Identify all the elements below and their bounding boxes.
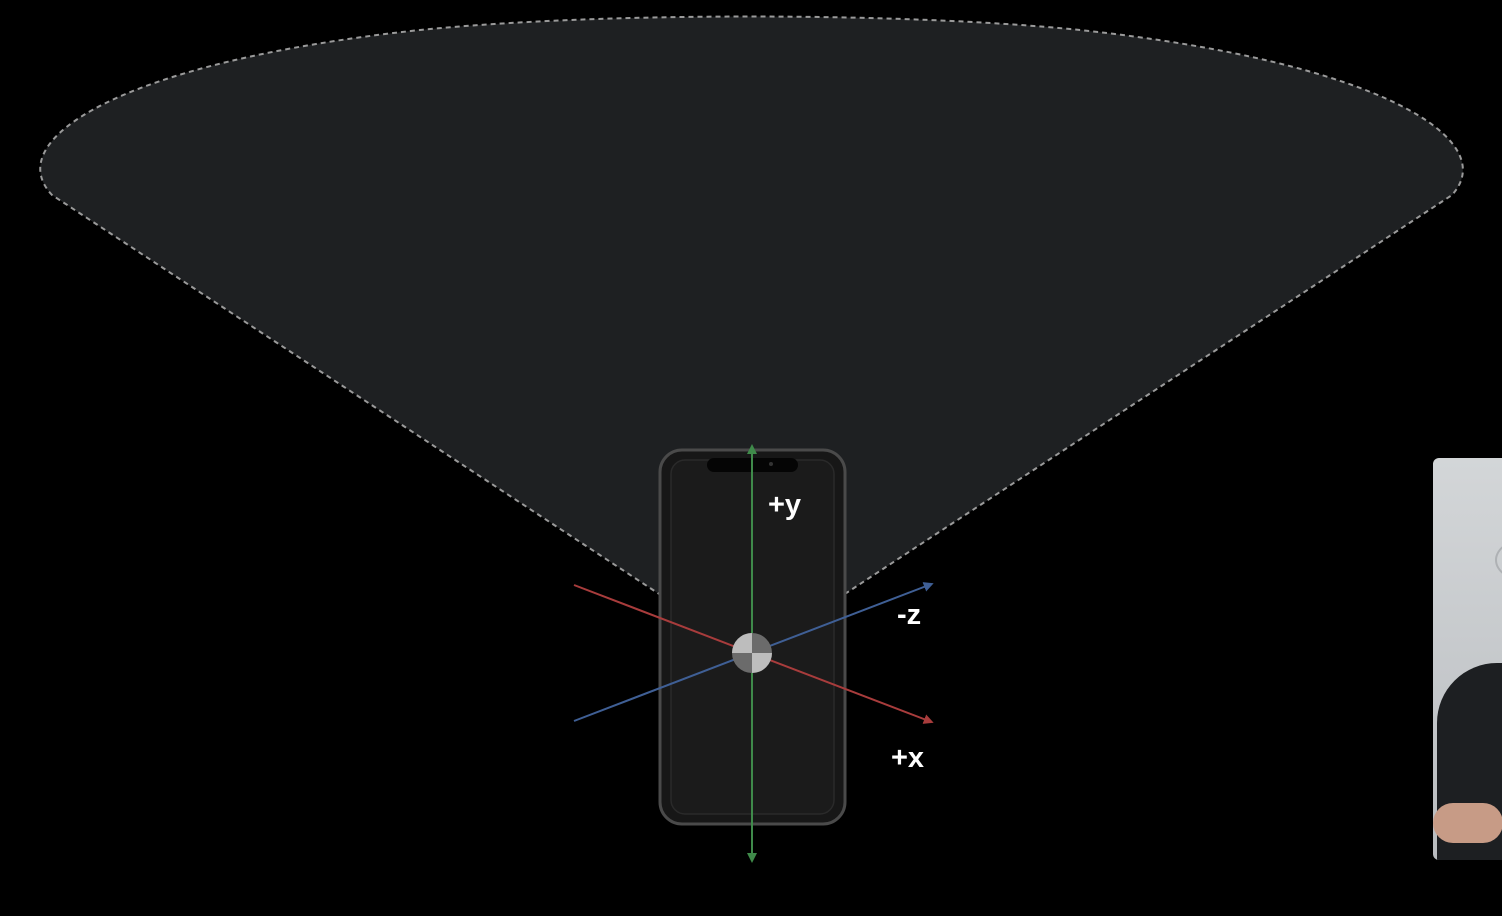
z-axis-label: -z: [897, 599, 921, 631]
x-axis-label: +x: [891, 742, 924, 774]
presenter-video-thumbnail[interactable]: [1433, 458, 1502, 860]
field-of-view-cone: [39, 15, 1464, 657]
y-axis-label: +y: [768, 489, 801, 521]
presenter-hand: [1433, 803, 1502, 843]
origin-marker-icon: [732, 633, 772, 673]
presenter-head: [1495, 538, 1502, 582]
